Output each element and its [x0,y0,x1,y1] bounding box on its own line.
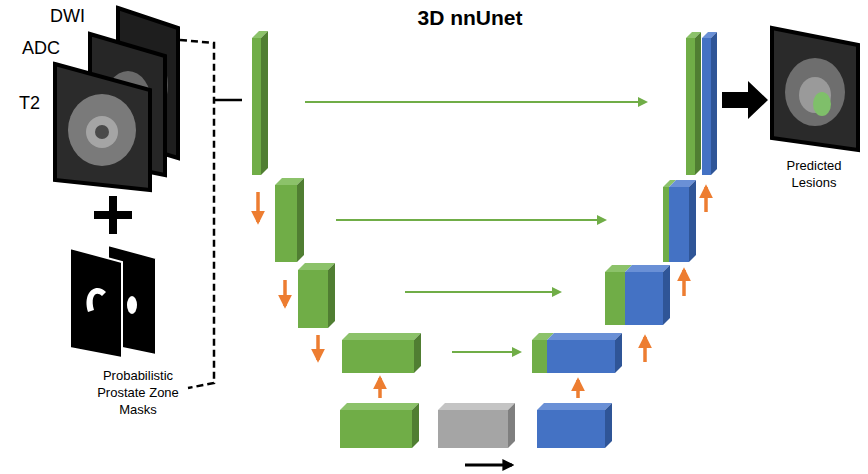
bottleneck-block [340,403,419,410]
prediction-image [785,58,845,126]
zone-mask-images [87,288,106,312]
decoder-block [532,340,547,373]
encoder-block [261,31,268,175]
bottleneck-block [340,403,612,448]
bottleneck-block [340,410,412,448]
prediction-image [772,28,858,150]
zone-mask-images [70,245,156,358]
mri-image-stack [95,125,109,139]
decoder-block [615,333,622,373]
mri-image-stack [55,8,178,190]
resample-arrow [704,187,708,212]
prediction-image [772,28,858,150]
decoder-block [532,32,717,373]
modality-label: DWI [50,5,106,28]
input-bracket [214,99,242,102]
decoder-block [663,187,669,262]
bottleneck-block [412,403,419,448]
decoder-block [711,32,717,175]
decoder-block [663,265,670,325]
modality-label: T2 [19,92,53,115]
skip-connection [305,101,646,103]
skip-connection [405,291,560,293]
prediction-image [813,92,831,116]
input-caption: Probabilistic Prostate Zone Masks [78,368,198,419]
plus-symbol [109,196,117,234]
zone-mask-images [70,248,122,358]
resample-arrow [576,380,580,398]
encoder-block [414,333,421,373]
decoder-block [702,38,711,175]
resample-arrow [378,378,382,398]
skip-connection [452,351,520,353]
bottleneck-block [605,403,612,448]
decoder-block [625,265,670,272]
plus-symbol [94,196,132,234]
diagram-title: 3D nnUnet [370,6,570,30]
input-bracket [180,40,214,388]
bottleneck-block [508,403,515,448]
decoder-block [547,340,615,373]
bottleneck-block [438,403,515,410]
output-caption: Predicted Lesions [766,158,862,192]
flow-arrow [465,464,512,467]
decoder-block [605,272,625,325]
decoder-block [547,333,622,340]
encoder-block [342,333,421,340]
decoder-block [669,187,689,262]
encoder-block [252,38,261,175]
skip-connection [305,102,646,352]
encoder-block [297,178,304,262]
output-arrow [722,81,768,119]
resample-arrow [283,280,287,306]
modality-label: ADC [22,37,80,60]
decoder-block [625,272,663,325]
decoder-block [686,38,695,175]
skip-connection [336,219,605,221]
resample-arrow [643,337,647,362]
encoder-block [298,270,328,328]
encoder-block [275,185,297,262]
mri-image-stack [86,116,118,148]
bottleneck-block [537,410,605,448]
zone-mask-images [127,296,137,314]
decoder-block [695,32,701,175]
resample-arrow [682,270,686,296]
resample-arrow [258,187,706,398]
mri-image-stack [68,94,136,166]
input-bracket [180,40,242,388]
resample-arrow [256,192,260,222]
bottleneck-block [438,410,508,448]
mri-image-stack [55,64,150,190]
resample-arrow [316,335,320,360]
decoder-block [689,180,696,262]
encoder-block [342,340,414,373]
bottleneck-block [537,403,612,410]
encoder-block [328,263,335,328]
encoder-block [252,31,421,373]
